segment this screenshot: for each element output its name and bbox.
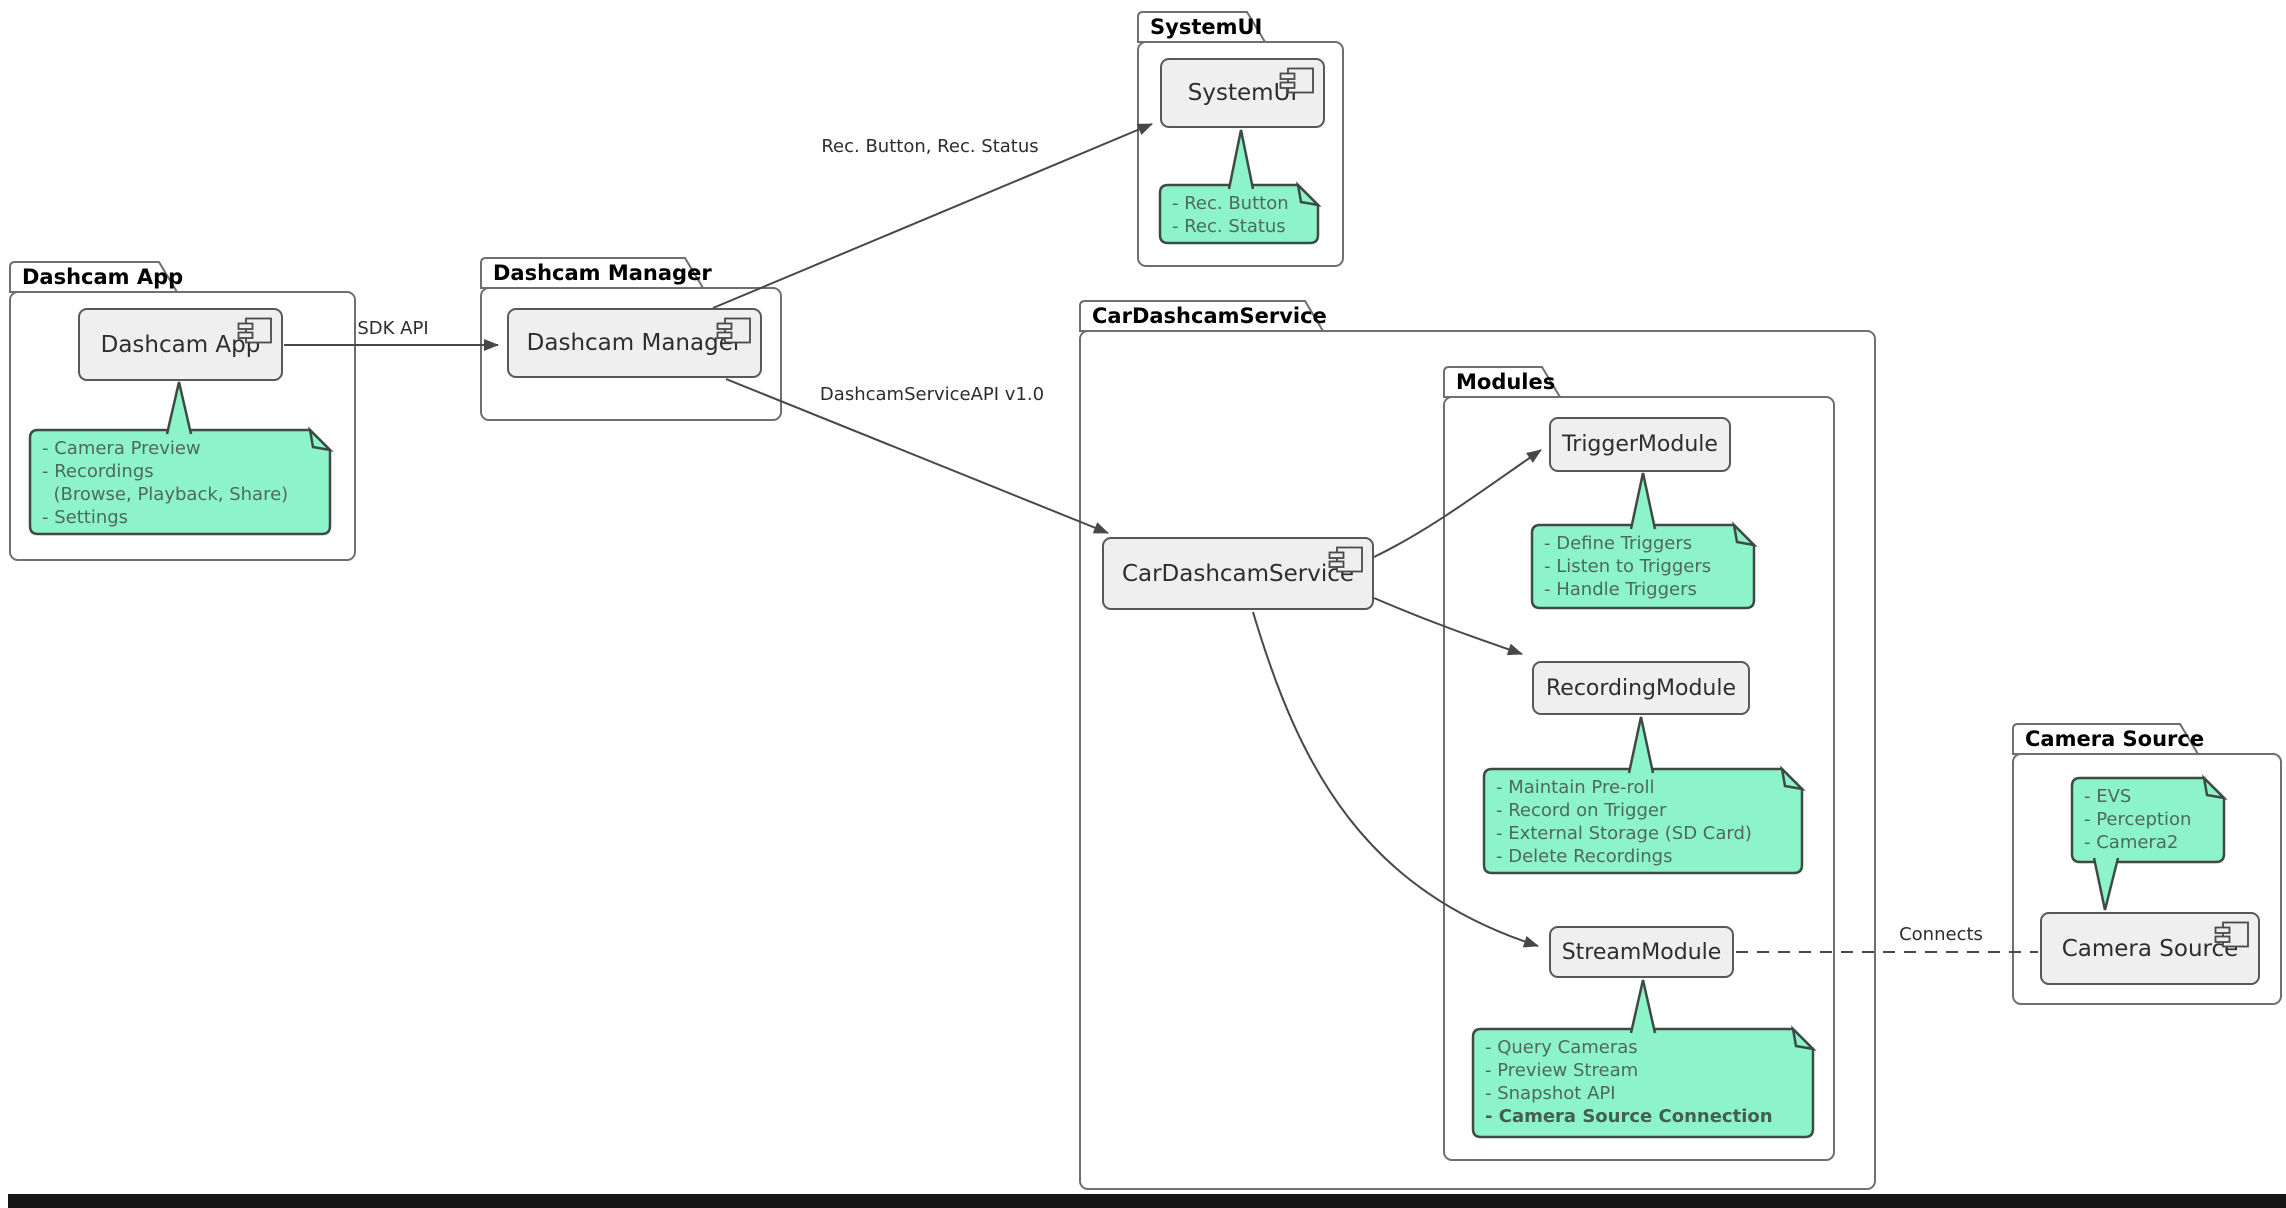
note-line: - Record on Trigger	[1496, 800, 1667, 821]
note-line: - Define Triggers	[1544, 533, 1693, 554]
note-trigger-module-pointer	[1629, 472, 1657, 530]
note-line: - Snapshot API	[1485, 1083, 1616, 1104]
note-line: - Delete Recordings	[1496, 846, 1673, 867]
note-systemui-fold	[1296, 181, 1322, 207]
component-stream-module: StreamModule	[1549, 926, 1734, 978]
note-line: - Query Cameras	[1485, 1037, 1638, 1058]
component-icon	[237, 317, 272, 344]
edge-label-rec-status: Rec. Button, Rec. Status	[821, 136, 1039, 157]
component-dashcam-app: Dashcam App	[78, 308, 283, 381]
edge-label-connects: Connects	[1899, 924, 1983, 945]
package-camera-source-tab	[2012, 723, 2200, 755]
component-label: StreamModule	[1561, 939, 1722, 965]
note-line: - EVS	[2084, 786, 2132, 807]
package-title-camera-source: Camera Source	[2025, 727, 2205, 751]
note-text-dashcam-app: - Camera Preview - Recordings (Browse, P…	[30, 430, 330, 534]
component-dashcam-manager: Dashcam Manager	[507, 308, 762, 378]
package-dashcam-app-tab	[9, 261, 179, 293]
package-title-systemui: SystemUI	[1150, 15, 1263, 39]
note-stream-module	[1471, 1027, 1815, 1139]
note-dashcam-app-pointer	[165, 381, 193, 435]
note-stream-module-pointer	[1629, 979, 1657, 1034]
note-text-systemui: - Rec. Button - Rec. Status	[1160, 185, 1318, 243]
component-car-dashcam-service: CarDashcamService	[1102, 537, 1374, 610]
note-line: - Handle Triggers	[1544, 579, 1697, 600]
note-recording-module	[1482, 767, 1804, 875]
note-trigger-module-fold	[1732, 521, 1758, 547]
note-line: - Maintain Pre-roll	[1496, 777, 1655, 798]
package-title-car-dashcam-service: CarDashcamService	[1092, 304, 1327, 328]
note-recording-module-fold	[1780, 765, 1806, 791]
component-label: CarDashcamService	[1121, 560, 1355, 587]
edge-to-stream-module	[1252, 611, 1539, 948]
component-icon	[716, 317, 751, 344]
note-dashcam-app	[28, 428, 332, 536]
component-icon	[1279, 67, 1314, 94]
note-line: - Camera Preview	[42, 438, 201, 459]
package-modules-tab	[1443, 366, 1562, 398]
note-text-stream-module: - Query Cameras - Preview Stream - Snaps…	[1473, 1029, 1813, 1137]
component-label: Dashcam App	[100, 331, 261, 358]
note-line: - External Storage (SD Card)	[1496, 823, 1752, 844]
component-label: RecordingModule	[1545, 675, 1737, 701]
package-systemui-tab	[1137, 11, 1267, 43]
note-systemui	[1158, 183, 1320, 245]
component-label: Dashcam Manager	[526, 330, 743, 356]
note-camera-source	[2070, 776, 2226, 864]
note-trigger-module	[1530, 523, 1756, 610]
note-text-trigger-module: - Define Triggers - Listen to Triggers -…	[1532, 525, 1754, 608]
package-car-dashcam-service-tab	[1079, 300, 1325, 332]
edge-dashcam-service-api	[725, 378, 1109, 534]
component-camera-source: Camera Source	[2040, 912, 2260, 985]
edge-to-trigger-module	[1373, 449, 1542, 558]
note-recording-module-pointer	[1627, 716, 1655, 774]
note-line: - Rec. Status	[1172, 216, 1286, 237]
note-text-camera-source: - EVS - Perception - Camera2	[2072, 778, 2224, 862]
edge-rec-status	[712, 123, 1153, 309]
bottom-bar	[8, 1194, 2286, 1208]
component-label: SystemUI	[1187, 80, 1298, 106]
note-line: - Settings	[42, 507, 129, 528]
component-systemui: SystemUI	[1160, 58, 1325, 128]
edge-to-recording-module	[1373, 597, 1523, 656]
note-stream-module-fold	[1791, 1025, 1817, 1051]
component-icon	[1328, 546, 1363, 573]
note-dashcam-app-fold	[308, 426, 334, 452]
note-text-recording-module: - Maintain Pre-roll - Record on Trigger …	[1484, 769, 1802, 873]
note-line: - Preview Stream	[1485, 1060, 1639, 1081]
edge-label-sdk-api: SDK API	[357, 318, 429, 339]
component-label: Camera Source	[2061, 935, 2239, 962]
component-icon	[2214, 921, 2249, 948]
note-line: - Rec. Button	[1172, 193, 1289, 214]
note-line: - Perception	[2084, 809, 2192, 830]
component-label: TriggerModule	[1562, 432, 1718, 457]
note-systemui-pointer	[1227, 129, 1255, 190]
note-line-bold: - Camera Source Connection	[1485, 1106, 1773, 1127]
package-title-modules: Modules	[1456, 370, 1556, 394]
note-line: - Camera2	[2084, 832, 2179, 853]
note-camera-source-pointer	[2092, 857, 2120, 911]
component-trigger-module: TriggerModule	[1549, 417, 1731, 472]
package-dashcam-manager-tab	[480, 257, 705, 289]
note-line: - Recordings	[42, 461, 154, 482]
note-line: (Browse, Playback, Share)	[42, 484, 289, 505]
component-recording-module: RecordingModule	[1532, 661, 1750, 715]
edge-label-dashcam-service-api: DashcamServiceAPI v1.0	[819, 384, 1045, 405]
package-title-dashcam-manager: Dashcam Manager	[493, 261, 712, 285]
note-line: - Listen to Triggers	[1544, 556, 1712, 577]
package-title-dashcam-app: Dashcam App	[22, 265, 184, 289]
note-camera-source-fold	[2202, 774, 2228, 800]
